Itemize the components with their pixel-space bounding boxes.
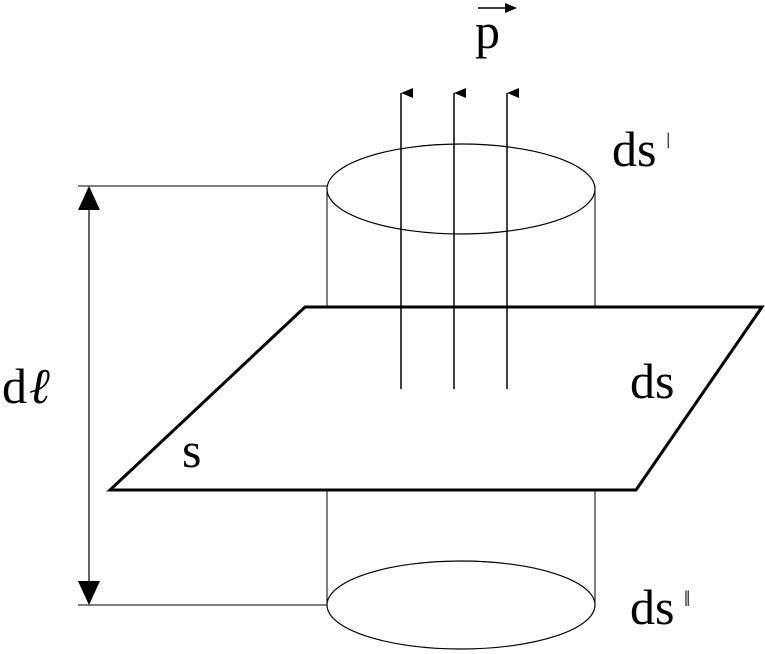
top-cap-prime: ǀ (666, 128, 670, 153)
top-cap-ellipse (326, 143, 596, 235)
top-cap-label: ds (612, 121, 656, 177)
length-label-d: d (2, 358, 27, 414)
dimension-arrowhead-top (78, 186, 100, 210)
length-label-ell: ℓ (29, 358, 50, 414)
vector-p-arrow-tip (505, 3, 517, 13)
bottom-cap-prime: ǁ (684, 586, 690, 611)
bottom-cap-ellipse (326, 560, 596, 650)
vector-p-label: p (475, 3, 500, 59)
surface-plane (106, 305, 765, 492)
dimension-arrowhead-bottom (78, 581, 100, 605)
bottom-cap-label: ds (630, 579, 674, 635)
surface-label: s (182, 422, 201, 478)
plane-area-label: ds (630, 353, 674, 409)
